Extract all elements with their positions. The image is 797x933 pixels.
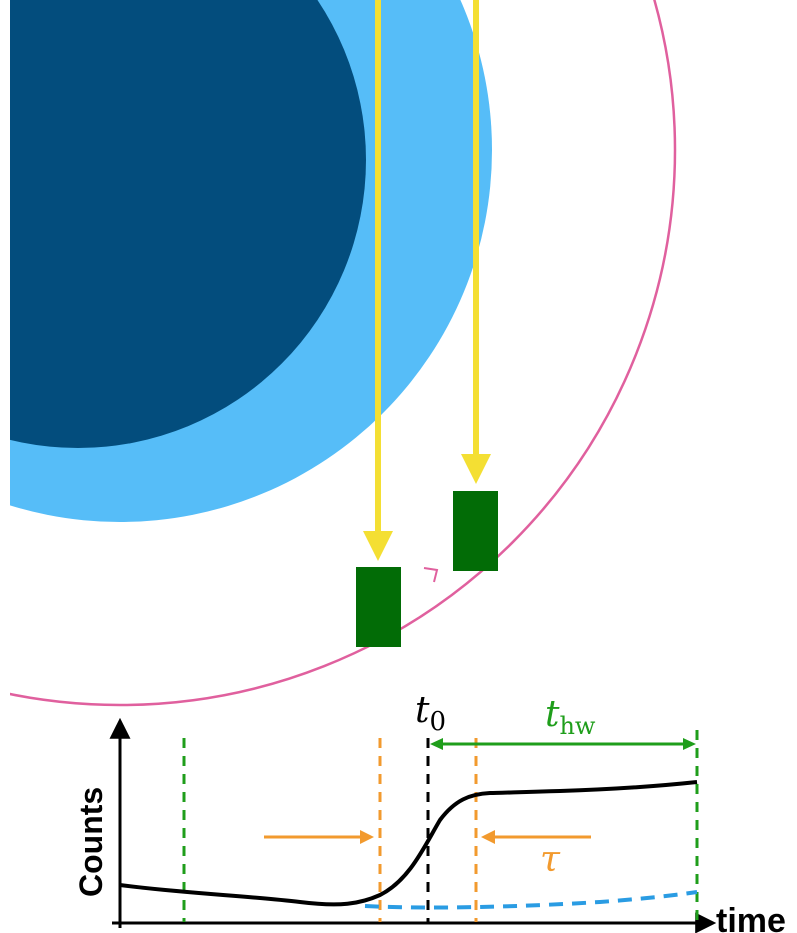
tau-arrow-left-head (360, 830, 374, 844)
thw-label-main: t (545, 694, 560, 735)
thw-label-sub: hw (559, 712, 595, 740)
light-curve-panel: t0 thw τ Counts time (73, 690, 786, 933)
illustration (0, 0, 677, 707)
thw-arrow-right-head (683, 738, 696, 750)
counts-curve (119, 780, 698, 907)
orbit-direction-arrow (423, 567, 439, 583)
core-disk (0, 0, 366, 448)
tau-arrow-right-head (481, 830, 495, 844)
left-margin (0, 0, 10, 700)
t0-label-sub: 0 (429, 707, 446, 737)
tau-label: τ (540, 839, 561, 880)
orbit-circle (0, 0, 677, 707)
y-axis-label: Counts (73, 787, 109, 897)
t0-label: t0 (415, 690, 446, 737)
background-curve (364, 890, 698, 910)
thw-label: thw (545, 694, 596, 740)
detector-right (453, 491, 498, 571)
detector-left (356, 567, 401, 647)
t0-label-main: t (415, 690, 430, 731)
x-axis-label: time (716, 902, 786, 933)
thw-arrow-left-head (430, 738, 443, 750)
